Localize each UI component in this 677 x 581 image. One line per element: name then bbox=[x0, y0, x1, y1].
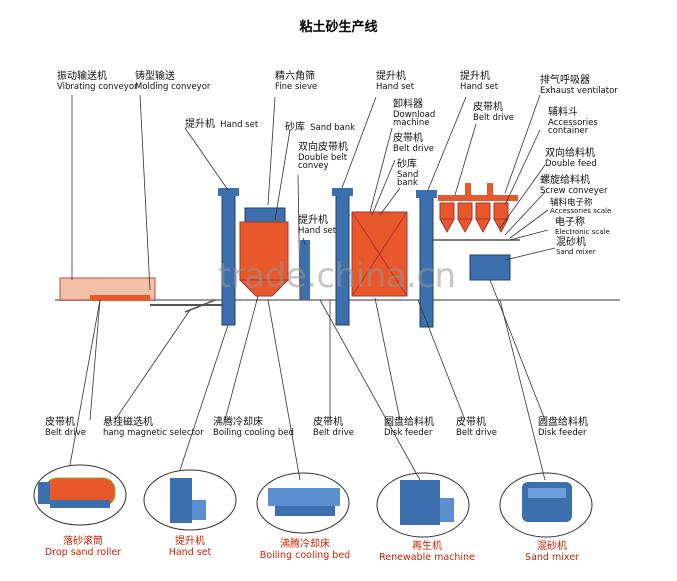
molding-conveyor-shape bbox=[90, 295, 150, 301]
label-download-machine: 卸料器 Download machine bbox=[393, 99, 436, 129]
label-renewable: 再生机 Renewable machine bbox=[379, 541, 475, 563]
top-belt-shape bbox=[438, 195, 518, 201]
label-disk-feeder-1: 圆盘给料机 Disk feeder bbox=[384, 417, 434, 438]
elevator-2-shape bbox=[300, 240, 310, 300]
label-sand-mixer: 混砂机 Sand mixer bbox=[525, 541, 579, 563]
page-title: 粘土砂生产线 bbox=[299, 20, 378, 35]
label-boiling-bed-1: 沸腾冷却床 Boiling cooling bed bbox=[213, 417, 294, 438]
fine-sieve-shape bbox=[244, 207, 286, 223]
label-belt-drive-a: 皮带机 Belt drive bbox=[393, 133, 434, 154]
hand-set-image bbox=[170, 478, 206, 523]
sand-bank-a-shape bbox=[239, 221, 289, 281]
sand-mixer-top-shape bbox=[469, 254, 511, 281]
label-exhaust: 排气呼吸器 Exhaust ventilator bbox=[540, 75, 618, 96]
label-hand-set-b: 提升机 Hand set bbox=[298, 215, 337, 236]
label-sand-bank-a: 砂库 Sand bank bbox=[285, 122, 356, 133]
label-electronic-scale: 电子称 Electronic scale bbox=[555, 217, 610, 236]
label-double-belt: 双向皮带机 Double belt convey bbox=[298, 142, 348, 172]
drop-sand-roller-image bbox=[38, 477, 116, 508]
label-boiling-bed-bottom: 沸腾冷却床 Boiling cooling bed bbox=[259, 539, 351, 561]
label-hand-set-c: 提升机 Hand set bbox=[376, 71, 415, 92]
drop-sand-roller-frame bbox=[33, 464, 127, 526]
label-hand-set-bottom: 提升机 Hand set bbox=[168, 536, 212, 558]
sand-mixer-frame bbox=[499, 472, 593, 538]
renewable-frame bbox=[376, 472, 470, 538]
boiling-bed-frame bbox=[256, 472, 350, 534]
label-belt-drive-1: 皮带机 Belt drive bbox=[45, 417, 86, 438]
label-sand-bank-b: 砂库 Sand bank bbox=[397, 159, 419, 189]
label-drop-sand-roller: 落砂滚筒 Drop sand roller bbox=[44, 536, 122, 558]
label-hand-set-d: 提升机 Hand set bbox=[460, 71, 499, 92]
sand-mixer-image bbox=[522, 482, 572, 522]
renewable-image bbox=[400, 480, 454, 525]
boiling-bed-image bbox=[268, 488, 340, 516]
label-molding-conveyor: 铸型输送 Molding conveyor bbox=[135, 71, 211, 92]
label-hang-magnetic: 悬挂磁选机 hang magnetic selector bbox=[103, 417, 204, 438]
label-accessories: 辅料斗 Accessories container bbox=[548, 107, 598, 137]
label-disk-feeder-2: 圆盘给料机 Disk feeder bbox=[538, 417, 588, 438]
label-accessories-scale: 辅料电子称 Accessories scale bbox=[550, 198, 612, 215]
label-belt-drive-b: 皮带机 Belt drive bbox=[473, 102, 514, 123]
label-hand-set-a: 提升机 Hand set bbox=[185, 119, 259, 130]
label-belt-drive-3: 皮带机 Belt drive bbox=[456, 417, 497, 438]
watermark: trade.china.cn bbox=[218, 256, 456, 296]
label-fine-sieve: 精六角筛 Fine sieve bbox=[275, 71, 318, 92]
label-double-feed: 双向给料机 Double feed bbox=[545, 148, 597, 169]
leader-lines bbox=[69, 94, 556, 481]
label-vibrating-conveyor: 振动输送机 Vibrating conveyor bbox=[57, 71, 138, 92]
label-sand-mixer-top: 混砂机 Sand mixer bbox=[556, 237, 596, 256]
accessory-hoppers bbox=[439, 202, 509, 234]
hand-set-frame bbox=[143, 469, 237, 531]
label-screw-conveyer: 螺旋给料机 Screw conveyer bbox=[540, 175, 608, 196]
label-belt-drive-2: 皮带机 Belt drive bbox=[313, 417, 354, 438]
